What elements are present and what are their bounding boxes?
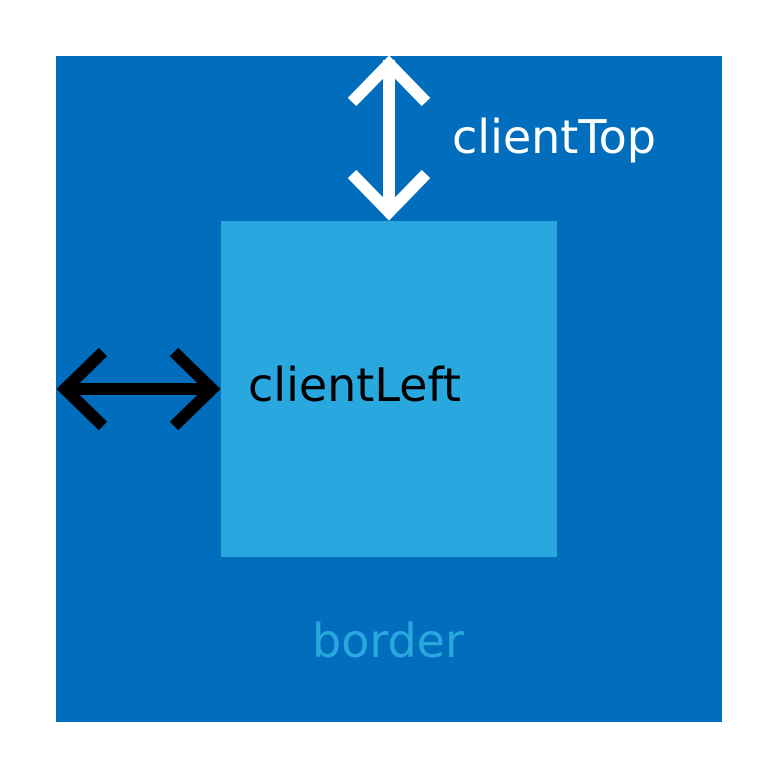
client-left-label: clientLeft (248, 358, 461, 412)
client-area (221, 221, 557, 557)
client-top-arrow-head-up (347, 55, 431, 107)
client-left-arrow-head-left (56, 347, 108, 431)
client-left-arrow-head-right (169, 347, 221, 431)
border-label: border (312, 614, 464, 668)
client-top-arrow-head-down (347, 169, 431, 221)
client-top-label: clientTop (452, 110, 656, 164)
